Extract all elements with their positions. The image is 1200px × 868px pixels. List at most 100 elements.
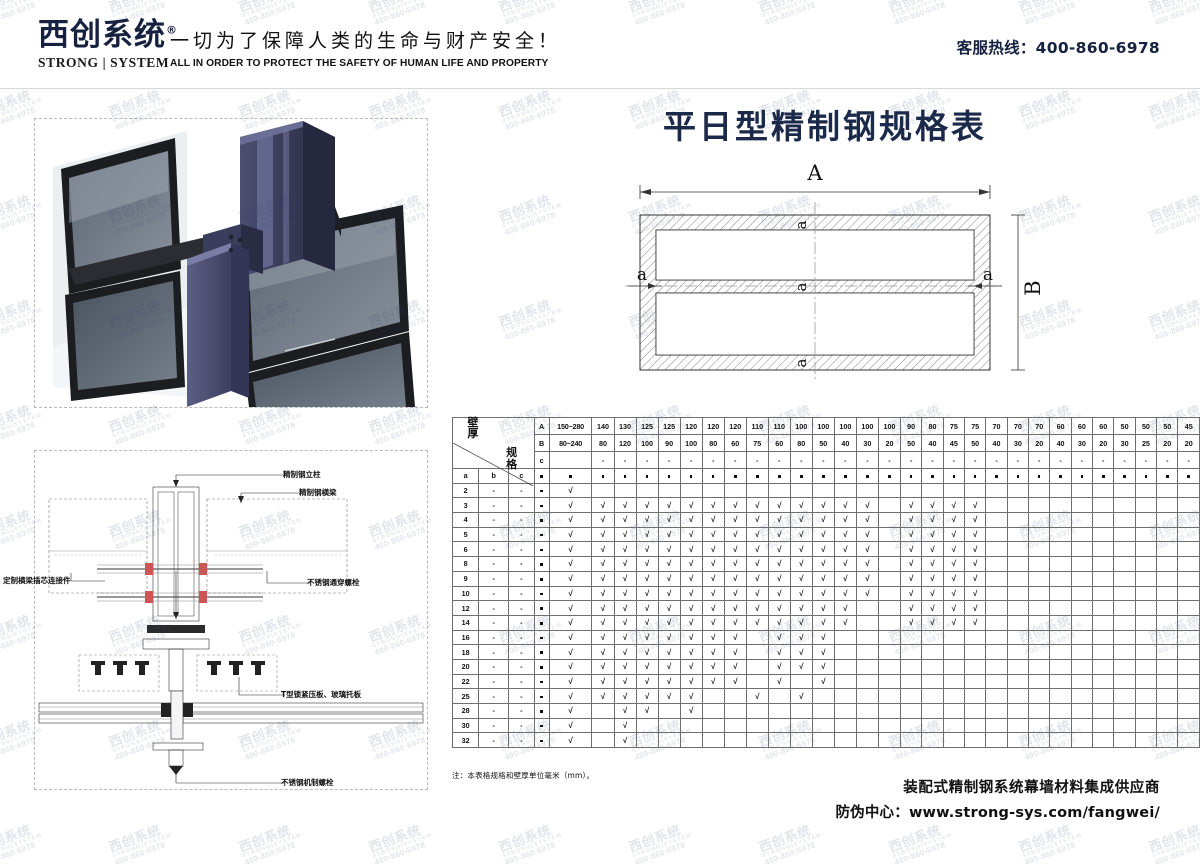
dot-marker-19 (985, 468, 1008, 484)
dot-marker-8 (745, 468, 769, 484)
mark-cell-r4-c0: √ (548, 541, 593, 558)
mark-cell-r12-c25 (1113, 658, 1136, 675)
thickness-c-15: - (508, 703, 535, 719)
mark-cell-r6-c14 (877, 570, 901, 587)
check-icon: √ (951, 559, 957, 569)
mark-cell-r1-c23 (1070, 497, 1094, 514)
spec-cell-A-27: 50 (1156, 417, 1179, 435)
mark-cell-r4-c10: √ (789, 541, 813, 558)
check-icon: √ (755, 618, 760, 628)
mark-cell-r14-c27 (1156, 688, 1179, 704)
check-icon: √ (777, 588, 782, 598)
mark-cell-r7-c27 (1156, 585, 1179, 602)
spec-cell-A-6: 120 (701, 417, 725, 435)
mark-cell-r10-c12 (833, 629, 857, 646)
thickness-c-5: - (508, 556, 535, 572)
mark-cell-r6-c18: √ (964, 570, 987, 587)
spec-cell-c-3: - (635, 451, 659, 469)
check-icon: √ (951, 500, 957, 510)
mark-cell-r3-c13: √ (855, 526, 879, 543)
mark-cell-r11-c21 (1028, 644, 1051, 660)
mark-cell-r2-c26 (1134, 512, 1158, 528)
check-icon: √ (733, 544, 738, 554)
check-icon: √ (622, 662, 628, 672)
dot-marker-28 (1177, 468, 1200, 484)
mark-cell-r0-c23 (1070, 482, 1094, 499)
mark-cell-r17-c6 (701, 732, 725, 749)
mark-cell-r10-c10: √ (789, 629, 813, 646)
mark-cell-r13-c3: √ (635, 673, 659, 690)
mark-cell-r16-c17 (942, 717, 966, 734)
mark-cell-r7-c1: √ (591, 585, 615, 602)
mark-cell-r11-c4: √ (657, 644, 681, 660)
mark-cell-r12-c0: √ (548, 658, 593, 675)
check-icon: √ (972, 515, 978, 525)
check-icon: √ (600, 603, 606, 613)
mark-cell-r1-c6: √ (701, 497, 725, 514)
mark-cell-r8-c18: √ (964, 600, 987, 616)
thickness-c-17: - (508, 732, 535, 749)
mark-cell-r7-c3: √ (635, 585, 659, 602)
check-icon: √ (666, 500, 672, 510)
corner-spec-label: 规格 (506, 446, 518, 471)
spec-cell-A-18: 75 (964, 417, 987, 435)
mark-cell-r15-c19 (985, 703, 1008, 719)
mark-cell-r15-c18 (964, 703, 987, 719)
mark-cell-r7-c10: √ (789, 585, 813, 602)
check-icon: √ (644, 544, 650, 554)
mark-cell-r12-c22 (1049, 658, 1072, 675)
spec-cell-B-2: 120 (613, 434, 637, 452)
spec-cell-B-10: 80 (789, 434, 813, 452)
mark-cell-r11-c28 (1177, 644, 1200, 660)
mark-cell-r5-c10: √ (789, 556, 813, 572)
table-row: 16--√√√√√√√√√√√ (451, 629, 1200, 646)
check-icon: √ (821, 530, 826, 540)
check-icon: √ (644, 691, 650, 701)
mark-cell-r13-c7: √ (723, 673, 747, 690)
logo-english-name: STRONG | SYSTEM (38, 55, 170, 70)
mark-cell-r14-c16 (921, 688, 944, 704)
wall-label-right: a (983, 265, 993, 285)
mark-cell-r12-c23 (1070, 658, 1094, 675)
spec-cell-B-20: 30 (1006, 434, 1030, 452)
mark-cell-r17-c15 (899, 732, 923, 749)
dot-icon (540, 636, 543, 640)
watermark-en: STRONG|SYSTEM (241, 411, 304, 440)
slogan-chinese: 一切为了保障人类的生命与财产安全！ (170, 30, 562, 52)
thickness-b-10: - (478, 629, 510, 646)
mark-cell-r2-c10: √ (789, 512, 813, 528)
mark-cell-r13-c0: √ (548, 673, 593, 690)
dot-marker-header (533, 468, 550, 484)
mark-cell-r2-c17: √ (942, 512, 966, 528)
mark-cell-r9-c17: √ (942, 614, 966, 631)
dot-icon (667, 475, 671, 478)
spec-cell-A-1: 140 (591, 417, 615, 435)
mark-cell-r1-c25 (1113, 497, 1136, 514)
check-icon: √ (865, 530, 870, 540)
check-icon: √ (568, 618, 573, 628)
check-icon: √ (600, 618, 606, 628)
mark-cell-r12-c16 (921, 658, 944, 675)
mark-cell-r4-c5: √ (679, 541, 703, 558)
check-icon: √ (644, 530, 650, 540)
watermark-cn: 西创系统 (1146, 822, 1200, 855)
watermark-en: STRONG|SYSTEM (1151, 306, 1200, 335)
mark-cell-r5-c13: √ (855, 556, 879, 572)
mark-cell-r0-c2 (613, 482, 637, 499)
thickness-a-12: 20 (451, 658, 480, 675)
check-icon: √ (688, 500, 694, 510)
mark-cell-r9-c16: √ (921, 614, 944, 631)
mark-cell-r14-c15 (899, 688, 923, 704)
check-icon: √ (733, 515, 738, 525)
watermark-en: STRONG|SYSTEM (241, 831, 304, 860)
mark-cell-r17-c12 (833, 732, 857, 749)
watermark-phone: 400-860-6978 (243, 840, 297, 868)
spec-cell-A-23: 60 (1070, 417, 1094, 435)
check-icon: √ (799, 632, 804, 642)
mark-cell-r12-c27 (1156, 658, 1179, 675)
dot-icon (540, 592, 543, 596)
check-icon: √ (622, 735, 628, 745)
mark-cell-r15-c17 (942, 703, 966, 719)
